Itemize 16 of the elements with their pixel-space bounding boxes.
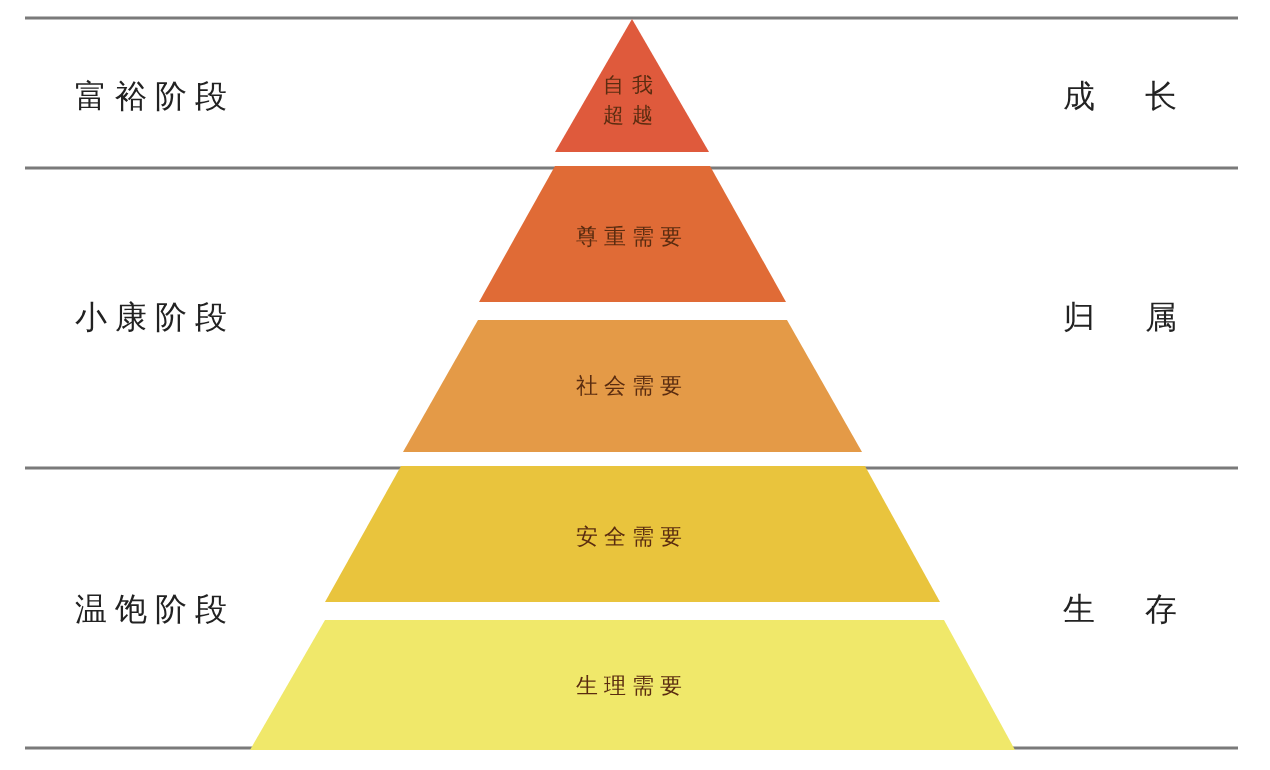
pyramid-tier (403, 320, 862, 452)
category-label: 生 存 (1063, 589, 1178, 630)
category-label: 归 属 (1063, 297, 1178, 338)
stage-label: 温饱阶段 (75, 589, 235, 630)
tier-label: 尊重需要 (576, 223, 688, 251)
stage-label: 小康阶段 (75, 297, 235, 338)
tier-label: 社会需要 (576, 372, 688, 400)
tier-label: 自我超越 (602, 72, 662, 129)
tier-label: 安全需要 (576, 523, 688, 551)
pyramid-tier (250, 620, 1015, 750)
stage-label: 富裕阶段 (75, 76, 235, 117)
tier-label: 生理需要 (576, 672, 688, 700)
category-label: 成 长 (1063, 76, 1178, 117)
pyramid-apex (555, 19, 709, 152)
pyramid-tier (325, 466, 940, 602)
pyramid-tier (479, 166, 786, 302)
